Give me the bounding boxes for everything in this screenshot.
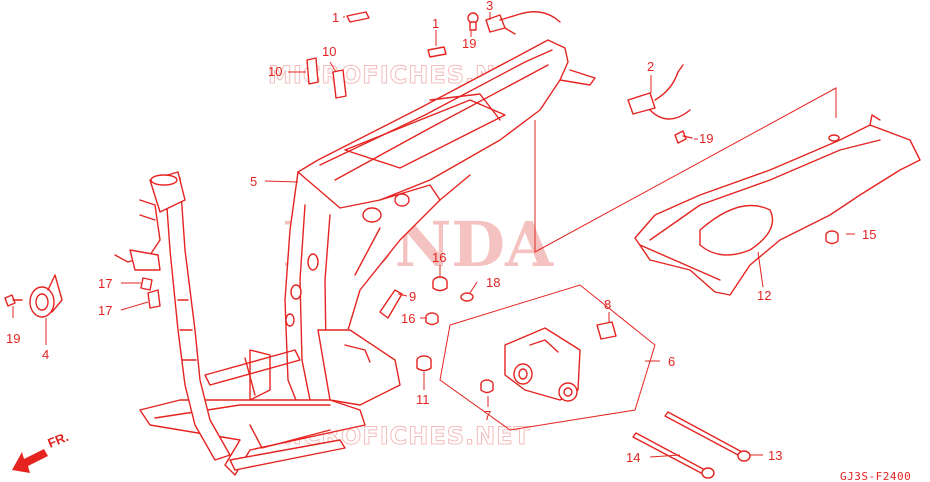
- callout-15: 15: [862, 227, 876, 242]
- callout-2: 2: [647, 59, 654, 74]
- part-1-pad-upper: [346, 11, 370, 23]
- callout-19-top: 19: [462, 36, 476, 51]
- part-14-bolt: [632, 432, 715, 479]
- part-17-clip-lower: [147, 289, 161, 309]
- frame-body: [114, 39, 596, 476]
- callout-1-upper: 1: [332, 10, 339, 25]
- part-4-horn: [29, 274, 63, 318]
- part-7-nut: [480, 379, 494, 394]
- callout-5: 5: [250, 174, 257, 189]
- callout-11: 11: [416, 392, 430, 407]
- callout-6: 6: [668, 354, 675, 369]
- callout-16-upper: 16: [432, 250, 446, 265]
- callout-18: 18: [486, 275, 500, 290]
- callout-14: 14: [626, 450, 640, 465]
- part-10-grommet-left: [306, 57, 319, 85]
- part-12-fender: [634, 114, 921, 296]
- part-2-switch: [627, 64, 691, 120]
- part-8-rubber: [596, 321, 617, 340]
- callout-1-lower: 1: [432, 16, 439, 31]
- part-19-bolt-right: [674, 130, 693, 144]
- callout-19-right: 19: [699, 131, 713, 146]
- callout-13: 13: [768, 448, 782, 463]
- callout-3: 3: [486, 0, 493, 13]
- part-17-clip-upper: [140, 277, 153, 291]
- callout-10-left: 10: [268, 64, 282, 79]
- part-10-grommet-right: [332, 69, 347, 99]
- part-15-grommet: [825, 230, 839, 245]
- callout-19-left: 19: [6, 331, 20, 346]
- front-arrow-icon: [12, 449, 48, 473]
- part-9-rubber: [379, 289, 403, 319]
- callout-4: 4: [42, 347, 49, 362]
- part-11-nut: [416, 355, 432, 372]
- front-direction-indicator: FR.: [12, 429, 71, 473]
- callout-7: 7: [484, 408, 491, 423]
- part-18-washer: [460, 292, 474, 302]
- callout-10-right: 10: [322, 44, 336, 59]
- callout-9: 9: [409, 289, 416, 304]
- callout-12: 12: [757, 288, 771, 303]
- part-19-bolt-left: [4, 294, 23, 307]
- callout-8: 8: [604, 297, 611, 312]
- callout-17-upper: 17: [98, 276, 112, 291]
- part-1-pad-lower: [427, 46, 447, 58]
- part-12-reference-line: [534, 87, 837, 253]
- part-16-nut-lower: [425, 312, 439, 326]
- part-3-switch: [485, 11, 561, 35]
- callout-17-lower: 17: [98, 303, 112, 318]
- callouts: 1 1 3 19 10 10 2 19 5 15 17 17 16 18 9 1…: [6, 0, 876, 465]
- callout-16-lower: 16: [401, 311, 415, 326]
- part-6-bracket: [504, 327, 581, 402]
- direction-label: FR.: [46, 429, 71, 451]
- leader-lines: [12, 12, 855, 458]
- diagram-code: GJ3S-F2400: [840, 470, 911, 482]
- part-13-bolt: [664, 411, 751, 462]
- part-19-bolt-top: [467, 12, 479, 31]
- part-16-nut-upper: [432, 276, 448, 292]
- part-6-box: [439, 284, 656, 431]
